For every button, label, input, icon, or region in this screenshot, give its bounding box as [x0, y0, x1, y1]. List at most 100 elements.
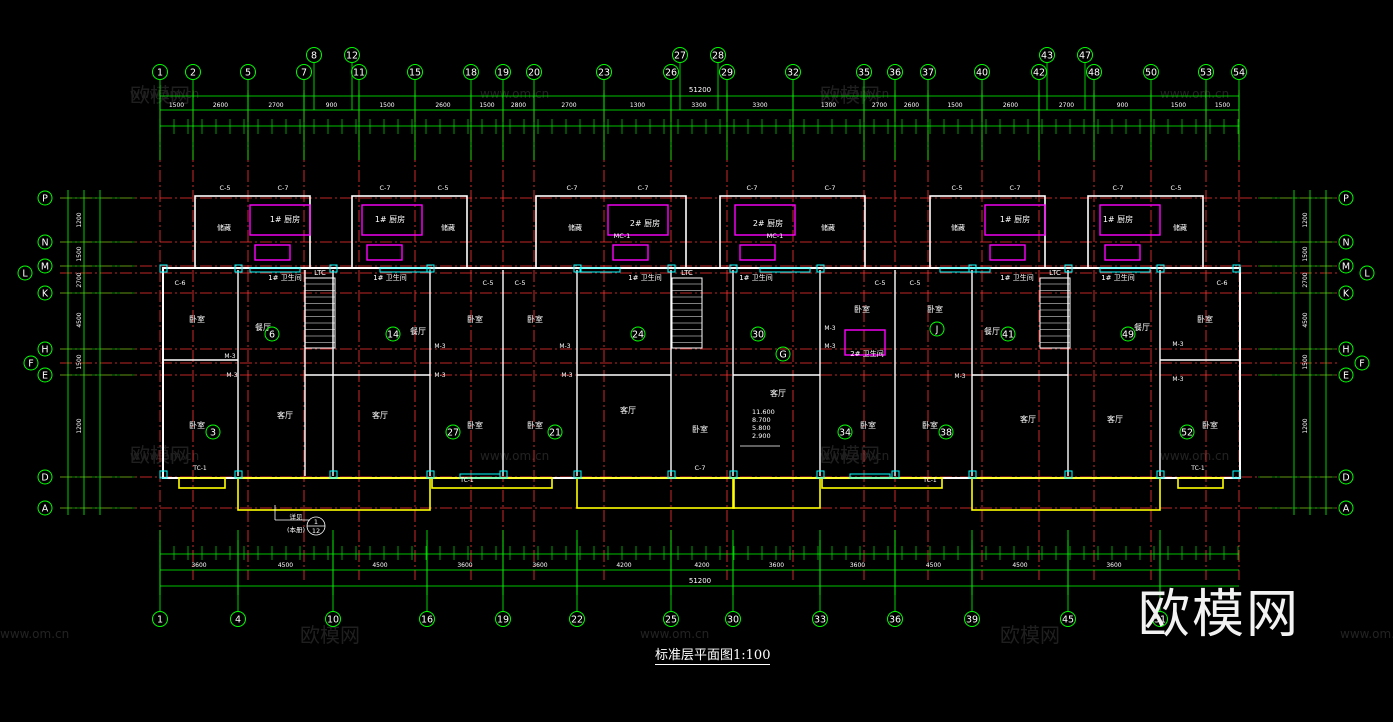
axis-bubble-bottom-19-4-circle	[495, 611, 511, 627]
watermark-url-3: www.om.cn	[1160, 87, 1229, 101]
axis-bubble-top-7-3: 7	[296, 64, 312, 80]
opening-label-3: C-5	[1170, 184, 1181, 192]
column-14	[329, 470, 338, 479]
axis-bubble-top-53-20-label: 53	[1200, 68, 1212, 79]
axis-bubble-top-23-9: 23	[596, 64, 612, 80]
interior-bubble-14-1: 14	[385, 326, 401, 342]
dim-right-label-5: 1200	[1302, 418, 1309, 433]
dim-top-chain-3: 900	[326, 102, 338, 109]
room-label-dining-1: 餐厅	[410, 327, 426, 336]
dim-right-text-2: 2700	[1302, 272, 1309, 287]
room-label-living-1: 客厅	[372, 410, 388, 420]
axis-bubble-bottom-1-0: 1	[152, 611, 168, 627]
elevation-1: 8.700	[752, 416, 771, 424]
axis-bubble-bottom-22-5: 22	[569, 611, 585, 627]
axis-bubble-right-D-circle	[1338, 469, 1354, 485]
column-15	[426, 470, 435, 479]
door-label-m3-6: M-3	[824, 325, 835, 332]
axis-bubble-top-35-13: 35	[856, 64, 872, 80]
interior-bubble-J-13-circle	[929, 321, 945, 337]
axis-bubble-bottom-36-9-label: 36	[889, 615, 901, 626]
axis-bubble-top-11-4-label: 11	[353, 68, 365, 79]
interior-bubble-G-12-label: G	[779, 350, 786, 361]
axis-bubble-right-F-label: F	[1359, 359, 1364, 370]
balcony-0	[237, 477, 431, 511]
interior-bubble-24-2-circle	[630, 326, 646, 342]
column-16	[499, 470, 508, 479]
interior-bubble-24-2: 24	[630, 326, 646, 342]
axis-bubble-left-L-label: L	[22, 269, 28, 280]
stair-outline-0	[304, 277, 336, 349]
axis-bubble-bottom-30-7-label: 30	[727, 615, 739, 626]
bath-fixture	[844, 329, 886, 356]
column-2	[329, 264, 338, 273]
door-label-tc-2: TC-1	[459, 477, 474, 484]
elevation-0: 11.600	[752, 408, 775, 416]
interior-bubble-3-6: 3	[205, 424, 221, 440]
door-label-m3-2: M-3	[434, 343, 445, 350]
axis-bubble-left-L: L	[17, 265, 33, 281]
axis-bubble-bottom-16-3-circle	[419, 611, 435, 627]
window-strip-0	[249, 267, 301, 273]
axis-bubble-top1-27-circle	[672, 47, 688, 63]
kitchen-counter-4	[984, 204, 1046, 236]
axis-bubble-bottom-51-12: 51	[1152, 611, 1168, 627]
axis-bubble-top-20-8: 20	[526, 64, 542, 80]
interior-bubble-J-13: J	[929, 321, 945, 337]
axis-bubble-top-29-11-label: 29	[721, 68, 733, 79]
room-label-bath-1: 1# 卫生间	[373, 273, 407, 282]
dim-top-chain-4: 1500	[379, 102, 394, 109]
interior-bubble-41-4-circle	[1000, 326, 1016, 342]
balcony-2	[732, 477, 821, 509]
dim-right-label-0: 1200	[1302, 212, 1309, 227]
axis-bubble-top1-43-circle	[1039, 47, 1055, 63]
axis-bubble-right-F: F	[1354, 355, 1370, 371]
axis-bubble-right-N-label: N	[1342, 238, 1349, 249]
axis-bubble-right-E-label: E	[1343, 371, 1349, 382]
axis-bubble-top-2-1-label: 2	[190, 68, 196, 79]
dim-right-label-2: 2700	[1302, 272, 1309, 287]
axis-bubble-right-K-circle	[1338, 285, 1354, 301]
axis-bubble-bottom-36-9-circle	[887, 611, 903, 627]
balcony-3	[971, 477, 1161, 511]
dim-top-chain-19: 1500	[1171, 102, 1186, 109]
dim-left-text-3: 4500	[76, 312, 83, 327]
dim-left-text-5: 1200	[76, 418, 83, 433]
axis-bubble-top-40-16: 40	[974, 64, 990, 80]
dim-right-label-3: 4500	[1302, 312, 1309, 327]
door-label-m3-4: M-3	[559, 343, 570, 350]
axis-bubble-top1-28-circle	[710, 47, 726, 63]
door-label-tc-3: TC-1	[922, 477, 937, 484]
axis-bubble-left-E-circle	[37, 367, 53, 383]
axis-bubble-top-35-13-label: 35	[858, 68, 870, 79]
axis-bubble-top-53-20-circle	[1198, 64, 1214, 80]
axis-bubble-left-D-circle	[37, 469, 53, 485]
opening-label-12: C-7	[694, 464, 705, 472]
axis-bubble-bottom-45-11: 45	[1060, 611, 1076, 627]
axis-bubble-top1-47-circle	[1077, 47, 1093, 63]
axis-bubble-bottom-33-8-circle	[812, 611, 828, 627]
axis-bubble-top-2-1-circle	[185, 64, 201, 80]
axis-bubble-top-23-9-label: 23	[598, 68, 610, 79]
stair-label-1: LTC	[681, 269, 693, 277]
dim-top-chain-20: 1500	[1215, 102, 1230, 109]
axis-bubble-bottom-22-5-label: 22	[571, 615, 583, 626]
opening-label-2: C-5	[951, 184, 962, 192]
watermark-url-9: www.om.cn	[640, 627, 709, 641]
stair-label-0: LTC	[314, 269, 326, 277]
axis-bubble-top-29-11-circle	[719, 64, 735, 80]
dim-right-text-4: 1500	[1302, 354, 1309, 369]
axis-bubble-top1-28-label: 28	[712, 51, 724, 62]
dim-right-label-1: 1500	[1302, 246, 1309, 261]
axis-bubble-right-F-circle	[1354, 355, 1370, 371]
dim-right-text-1: 1500	[1302, 246, 1309, 261]
opening-label-4: C-7	[277, 184, 288, 192]
elevation-3: 2.900	[752, 432, 771, 440]
room-label-bedroom-11: 卧室	[922, 420, 938, 430]
watermark-url-2: www.om.cn	[820, 87, 889, 101]
